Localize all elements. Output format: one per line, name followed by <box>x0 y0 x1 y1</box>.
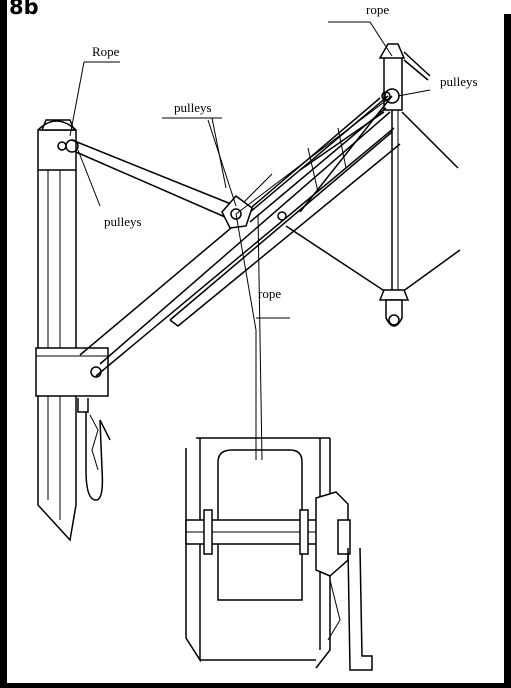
label-rope-top: rope <box>366 2 389 17</box>
tie-bar <box>57 139 237 221</box>
label-rope-left: Rope <box>92 44 120 59</box>
clip-hook <box>77 398 111 501</box>
winch <box>185 437 373 671</box>
top-strip <box>49 0 511 14</box>
mast <box>37 119 77 542</box>
label-rope-center: rope <box>258 286 281 301</box>
label-pulleys-top-right: pulleys <box>440 74 478 89</box>
boom-head <box>285 43 461 327</box>
main-boom <box>79 95 401 377</box>
figure-label: 8b <box>7 0 51 18</box>
label-pulleys-left: pulleys <box>104 214 142 229</box>
leader-lines <box>69 21 431 319</box>
figure-label-text: 8b <box>9 0 39 18</box>
ropes <box>235 95 393 461</box>
label-pulleys-center: pulleys <box>174 100 212 115</box>
mast-collar <box>35 347 109 397</box>
